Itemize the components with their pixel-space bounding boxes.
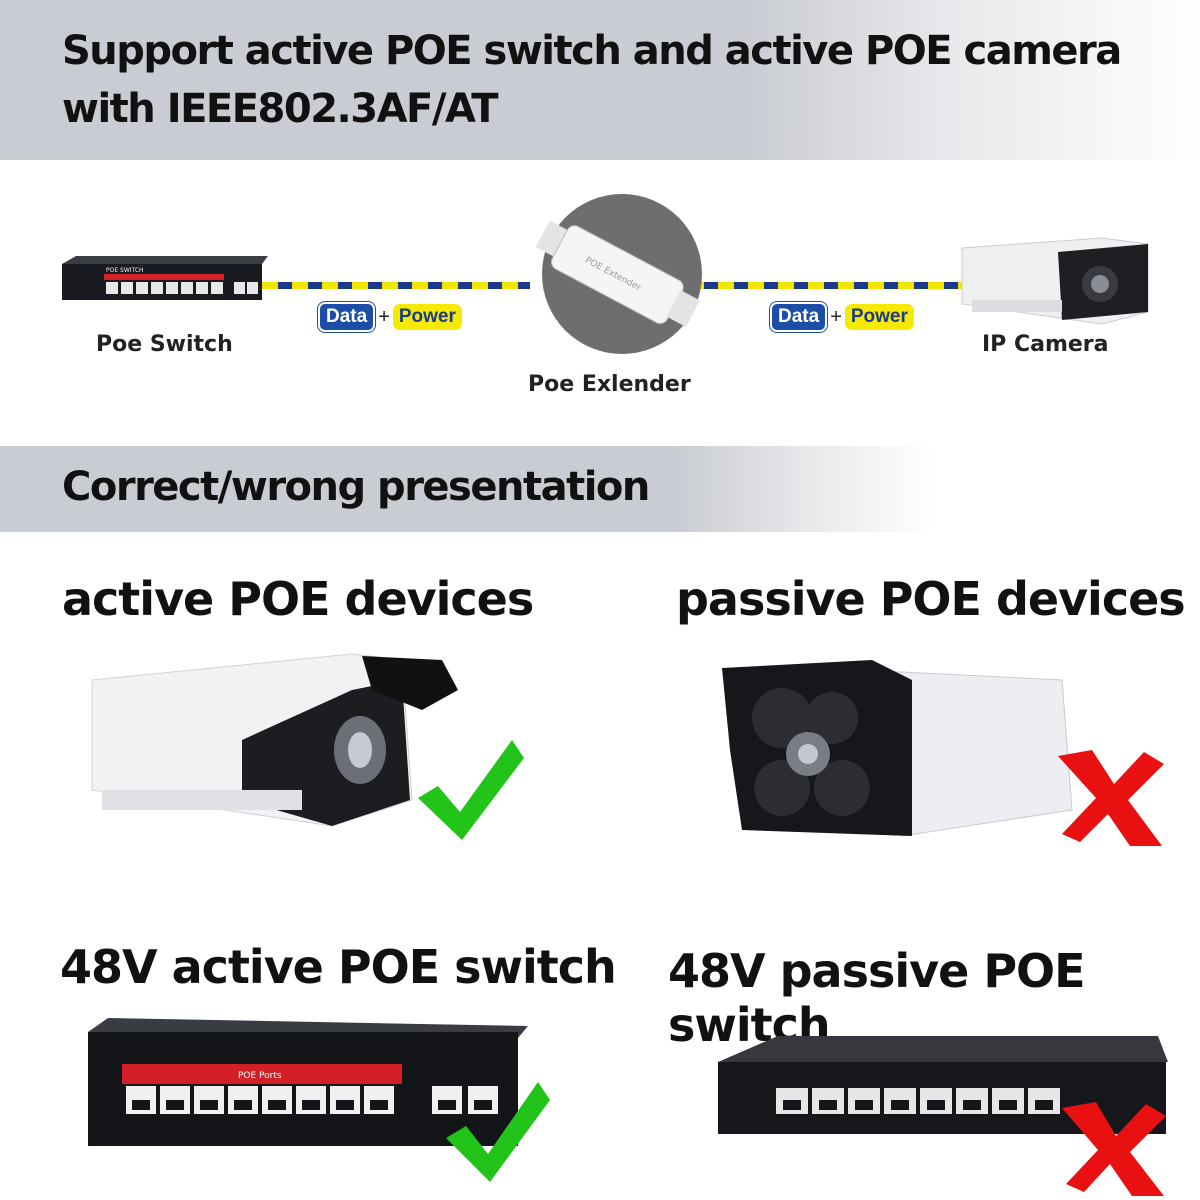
- poe-extender-image: POE Extender: [535, 194, 702, 354]
- active-devices-title: active POE devices: [62, 572, 534, 626]
- panel-label: POE Ports: [238, 1071, 282, 1081]
- section-title: Correct/wrong presentation: [62, 464, 650, 510]
- data-badge: Data: [770, 302, 828, 332]
- data-badge: Data: [318, 302, 376, 332]
- red-x-icon: [1058, 750, 1164, 846]
- plus-sign: +: [830, 305, 842, 328]
- ip-camera-image: [961, 237, 1149, 325]
- extender-label: Poe Exlender: [528, 372, 691, 397]
- poe-diagram: POE SWITCH Poe Switch Data + Power POE E…: [0, 160, 1200, 446]
- switch-label: Poe Switch: [96, 332, 233, 357]
- passive-devices-title: passive POE devices: [676, 572, 1186, 626]
- header-banner: [0, 0, 1200, 160]
- cable-left: [262, 282, 530, 289]
- cable-right: [688, 282, 978, 289]
- power-badge: Power: [392, 304, 462, 330]
- poe-switch-image: POE SWITCH: [62, 256, 268, 300]
- camera-label: IP Camera: [982, 332, 1109, 357]
- link-right-badge: Data + Power: [770, 302, 914, 332]
- green-checkmark-icon: [418, 740, 524, 840]
- switch-device-text: POE SWITCH: [106, 267, 144, 274]
- passive-switch-image: [718, 1036, 1168, 1134]
- active-camera-image: [91, 653, 458, 827]
- active-switch-image: POE Ports: [88, 1018, 528, 1146]
- red-x-icon: [1062, 1102, 1166, 1196]
- plus-sign: +: [378, 305, 390, 328]
- power-badge: Power: [844, 304, 914, 330]
- section-banner: [0, 446, 1200, 532]
- link-left-badge: Data + Power: [318, 302, 462, 332]
- active-switch-title: 48V active POE switch: [60, 940, 617, 994]
- page-title: Support active POE switch and active POE…: [62, 28, 1122, 132]
- passive-camera-image: [722, 660, 1073, 837]
- green-checkmark-icon: [446, 1082, 550, 1182]
